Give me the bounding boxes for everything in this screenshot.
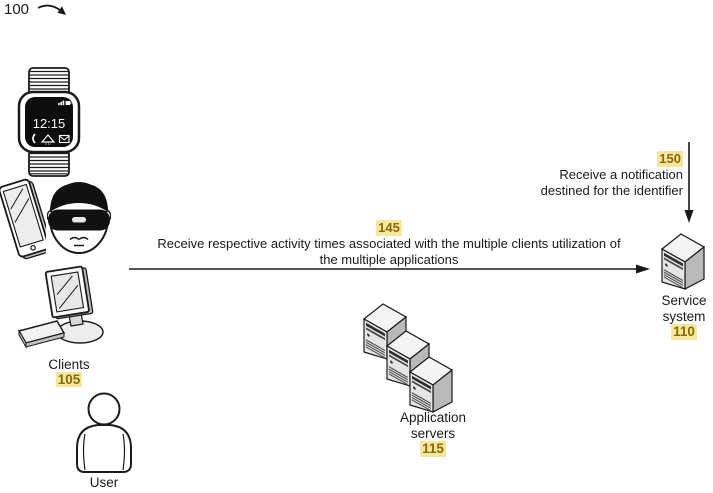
figure-ref-label: 100 (4, 1, 30, 18)
step-145-ref: 145 (376, 220, 402, 236)
service-system-ref: 110 (671, 324, 697, 340)
step-145-text-line1: Receive respective activity times associ… (157, 236, 621, 251)
step-150-ref: 150 (657, 151, 683, 167)
service-system-icon (661, 233, 705, 290)
step-150-text-line2: destined for the identifier (540, 182, 683, 198)
watch-status-icons (58, 100, 72, 106)
watch-app-icons (32, 133, 70, 145)
application-servers-label-line2: servers (410, 425, 456, 441)
clients-label: Clients (48, 357, 90, 372)
step-150-annotation: 150 Receive a notification destined for … (473, 151, 683, 198)
arrow-clients-to-service (129, 264, 650, 274)
vr-headset-icon (47, 182, 111, 254)
service-system-label-line2: system (662, 308, 706, 324)
service-system-label-block: Service system 110 (651, 293, 713, 340)
clients-ref: 105 (55, 372, 83, 387)
application-servers-ref: 115 (420, 441, 446, 457)
tablet-icon (0, 178, 46, 260)
clients-label-block: Clients 105 (27, 357, 111, 387)
watch-time: 12:15 (33, 116, 66, 131)
step-150-text-line1: Receive a notification (559, 166, 683, 182)
service-system-label-line1: Service (661, 293, 707, 308)
application-servers-label-block: Application servers 115 (386, 410, 480, 457)
desktop-computer-icon (17, 265, 104, 349)
arrow-notification (684, 142, 694, 223)
user-label: User (89, 475, 119, 490)
figure-ref-arrow-icon (37, 4, 66, 15)
user-icon (76, 392, 132, 473)
step-145-annotation: 145 Receive respective activity times as… (131, 220, 647, 268)
application-servers-icon (363, 303, 453, 413)
application-servers-label-line1: Application (399, 410, 467, 425)
step-145-text-line2: the multiple applications (319, 252, 459, 267)
smartwatch-icon: 12:15 (17, 67, 81, 177)
